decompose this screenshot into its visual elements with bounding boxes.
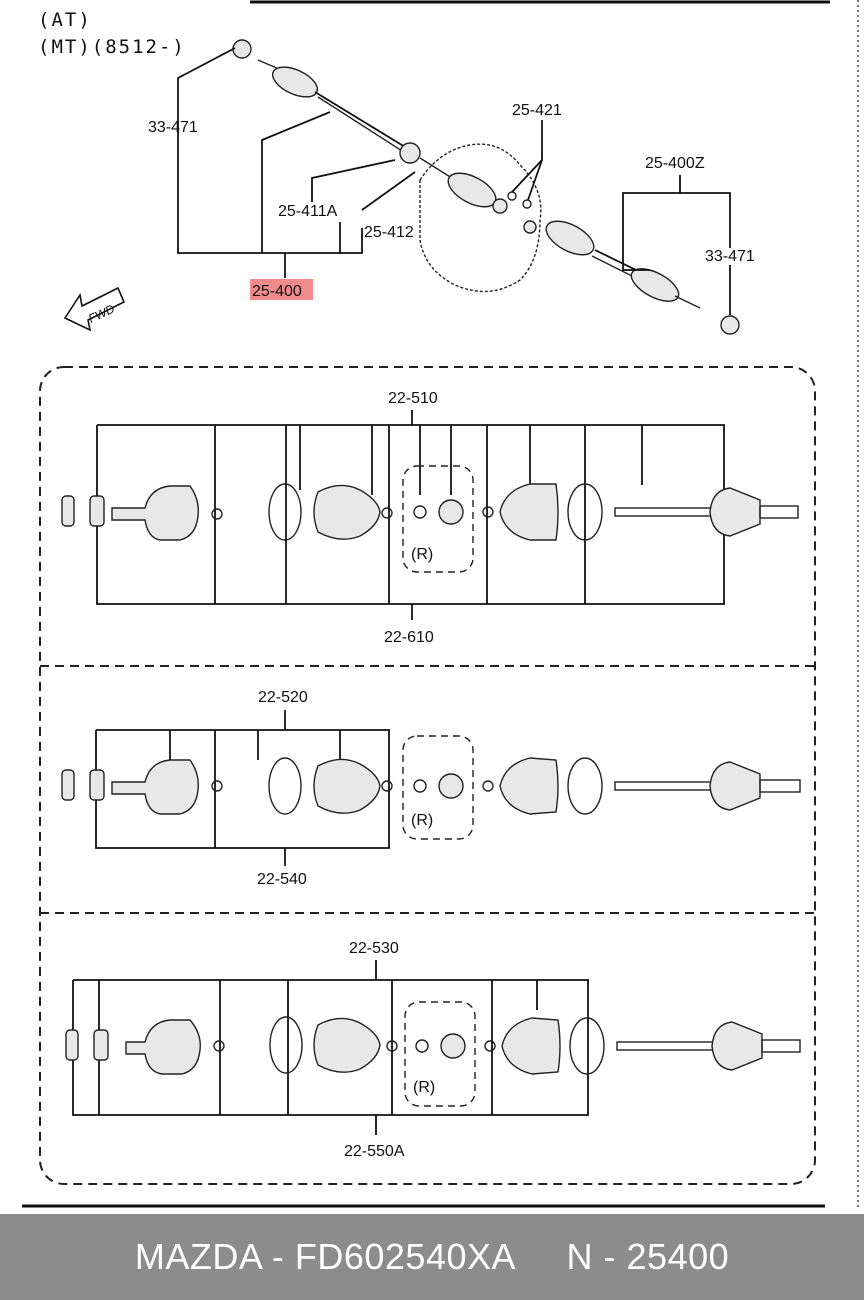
section-22-510: 22-510 22-610 (R)	[61, 390, 799, 646]
grease-tube-icon	[89, 495, 105, 527]
top-assembly: 33-471 25-421 25-400Z 33-471 25-411A 25-…	[63, 39, 755, 335]
grease-tube-icon	[65, 1029, 79, 1061]
label-25-412: 25-412	[364, 224, 414, 241]
left-drive-shaft[interactable]	[232, 39, 508, 214]
grease-tube-icon	[61, 769, 75, 801]
label-25-400[interactable]: 25-400	[252, 283, 302, 300]
cv-boot[interactable]	[313, 484, 381, 540]
grease-tube-icon	[61, 495, 75, 527]
label-22-610[interactable]: 22-610	[384, 629, 434, 646]
boot-band-clip	[507, 191, 517, 201]
outer-cv-joint[interactable]	[111, 759, 200, 815]
label-22-520[interactable]: 22-520	[258, 689, 308, 706]
section-22-530: 22-530 22-550A (R)	[65, 940, 801, 1160]
inner-cv-boot[interactable]	[501, 1017, 561, 1075]
section-22-520: 22-520 22-540 (R)	[61, 689, 801, 888]
parts-diagram: (AT) (MT)(8512-)	[22, 0, 859, 1210]
label-25-400z: 25-400Z	[645, 155, 705, 172]
outer-joint-shaft[interactable]	[709, 487, 761, 537]
bearing-icon	[438, 773, 464, 799]
cv-boot[interactable]	[313, 1017, 381, 1073]
right-drive-shaft[interactable]	[523, 214, 740, 335]
bearing-icon	[440, 1033, 466, 1059]
bearing-icon	[438, 499, 464, 525]
outer-joint-shaft[interactable]	[711, 1021, 763, 1071]
outer-joint-shaft[interactable]	[709, 761, 761, 811]
footer-bar: MAZDA - FD602540XA N - 25400	[0, 1214, 864, 1300]
label-22-530[interactable]: 22-530	[349, 940, 399, 957]
header-at: (AT)	[38, 9, 92, 31]
label-22-510[interactable]: 22-510	[388, 390, 438, 407]
inner-cv-boot[interactable]	[499, 483, 559, 541]
r-mark-2: (R)	[411, 812, 433, 829]
fwd-arrow-icon: FWD	[63, 286, 126, 332]
highlight-box	[250, 279, 313, 300]
grease-tube-icon	[93, 1029, 109, 1061]
r-mark-3: (R)	[413, 1079, 435, 1096]
outer-cv-joint[interactable]	[125, 1019, 201, 1075]
label-22-550a[interactable]: 22-550A	[344, 1143, 405, 1160]
header-mt: (MT)(8512-)	[38, 36, 186, 58]
outer-cv-joint[interactable]	[111, 485, 200, 541]
svg-text:FWD: FWD	[86, 302, 117, 326]
label-22-540[interactable]: 22-540	[257, 871, 307, 888]
inner-cv-boot[interactable]	[499, 757, 559, 815]
variants-frame	[39, 366, 816, 1185]
grease-tube-icon	[89, 769, 105, 801]
footer-part-info: MAZDA - FD602540XA N - 25400	[134, 1236, 730, 1277]
r-mark-1: (R)	[411, 546, 433, 563]
label-33-471-left: 33-471	[148, 119, 198, 136]
label-33-471-right: 33-471	[705, 248, 755, 265]
boot-band-clip	[522, 199, 532, 209]
label-25-411a: 25-411A	[278, 203, 338, 220]
label-25-421: 25-421	[512, 102, 562, 119]
cv-boot[interactable]	[313, 758, 381, 814]
